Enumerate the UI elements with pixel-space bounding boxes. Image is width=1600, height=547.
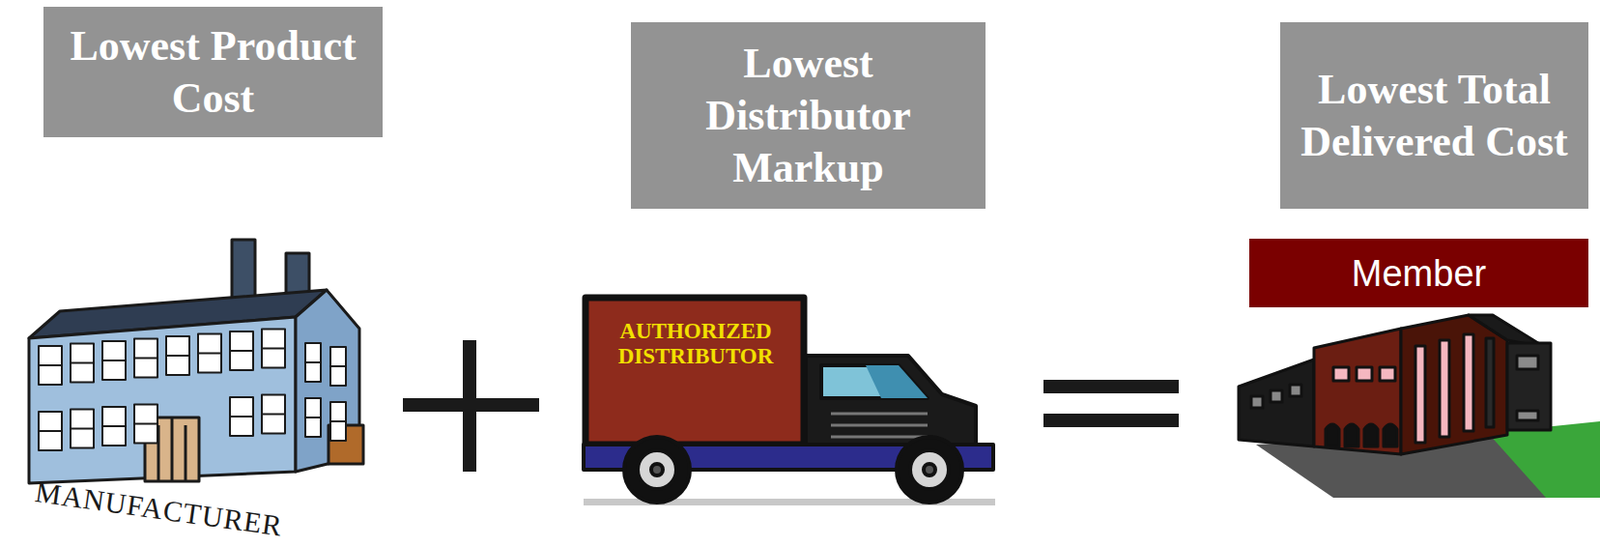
- plus-sign: [402, 340, 540, 472]
- member-building-illustration: [1238, 314, 1600, 498]
- box-text: Lowest Product Cost: [53, 20, 373, 125]
- cost-box: Lowest Total Delivered Cost: [1280, 22, 1589, 209]
- cost-box: Lowest Distributor Markup: [630, 22, 986, 209]
- equals-sign: [1043, 386, 1179, 421]
- box-text: Member: [1351, 252, 1486, 295]
- box-text: Lowest Distributor Markup: [640, 37, 976, 195]
- factory-illustration: [28, 239, 364, 484]
- member-tag: Member: [1249, 238, 1589, 308]
- box-text: Lowest Total Delivered Cost: [1289, 63, 1579, 169]
- truck-label: AUTHORIZED DISTRIBUTOR: [593, 318, 799, 370]
- factory-label: MANUFACTURER: [13, 471, 306, 545]
- truck-illustration: [583, 297, 996, 506]
- cost-box: Lowest Product Cost: [43, 6, 383, 138]
